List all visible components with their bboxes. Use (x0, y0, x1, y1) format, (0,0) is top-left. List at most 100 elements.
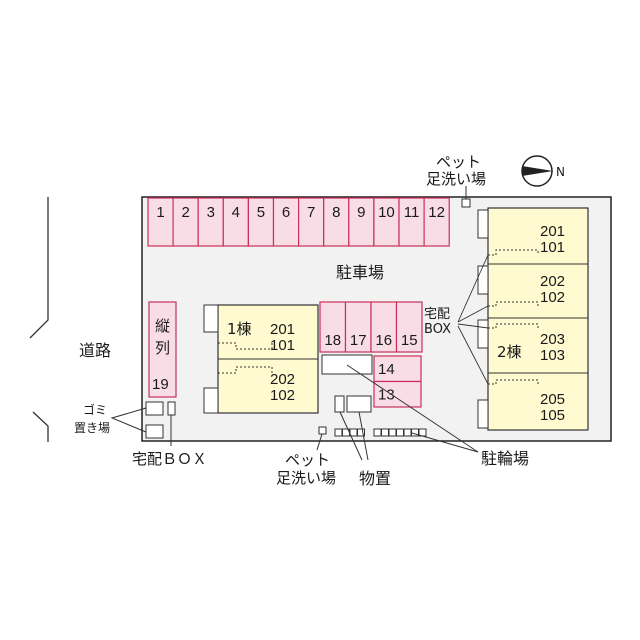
parking-spot-14 (373, 355, 422, 383)
bicycle-racks-bottom (334, 428, 427, 437)
building-1-unit-201: 201 (270, 321, 295, 338)
building-1: 1棟 201 101 202 102 (203, 304, 319, 414)
bicycle-rack-slot (403, 428, 412, 437)
parking-spot-1-number: 1 (156, 204, 164, 221)
parking-spot-7 (298, 197, 325, 247)
parking-spot-19-label-1: 縦 (155, 317, 170, 335)
building-1-balcony-1 (203, 304, 219, 333)
bicycle-rack-slot (388, 428, 397, 437)
building-1-balcony-2 (203, 387, 219, 414)
parking-spot-7-number: 7 (307, 204, 315, 221)
parking-lot-label: 駐車場 (336, 263, 384, 282)
building-2-entry-dashed-4 (488, 379, 539, 385)
road-edge-upper (29, 197, 49, 339)
parking-spot-19-label-2: 列 (155, 339, 170, 357)
building-2: 201 101 202 102 2棟 203 103 205 105 (477, 207, 589, 431)
parking-spot-11-number: 11 (404, 204, 420, 221)
parking-spot-15-number: 15 (401, 332, 418, 349)
road-label: 道路 (79, 341, 111, 360)
parking-spot-19-box (148, 301, 177, 398)
parking-mid-row: 18 17 16 15 (319, 301, 423, 353)
delivery-box-bottom-label: 宅配ＢＯＸ (132, 450, 207, 468)
garbage-leaders (110, 407, 147, 433)
parking-spot-2-number: 2 (181, 204, 189, 221)
garbage-bin-2 (145, 424, 164, 439)
parking-spot-14-number: 14 (378, 361, 395, 378)
parking-spot-5-number: 5 (257, 204, 265, 221)
parking-spot-19: 縦 列 19 (148, 301, 177, 398)
building-2-unit-201: 201 (540, 223, 565, 240)
parking-spot-13-number: 13 (378, 387, 395, 404)
bicycle-rack-slot (334, 428, 343, 437)
bicycle-rack-slot (396, 428, 404, 437)
parking-spot-6 (272, 197, 300, 247)
building-1-entry-dashed-2 (218, 366, 273, 374)
compass-letter: N (556, 165, 565, 179)
building-1-name: 1棟 (227, 320, 252, 338)
bicycle-parking-leaders (346, 364, 479, 453)
parking-spot-9-number: 9 (357, 204, 365, 221)
parking-spot-9 (348, 197, 375, 247)
building-1-unit-202: 202 (270, 371, 295, 388)
parking-spot-16 (370, 301, 398, 353)
storage-unit-1 (334, 395, 345, 413)
building-1-unit-101: 101 (270, 337, 295, 354)
bicycle-rack-main (321, 354, 373, 375)
building-1-unit-102: 102 (270, 387, 295, 404)
delivery-box-mid-label-1: 宅配 (424, 307, 450, 322)
garbage-label-1: ゴミ (83, 402, 107, 417)
storage-leaders (339, 411, 369, 461)
building-2-unit-202: 202 (540, 273, 565, 290)
parking-spot-11 (398, 197, 425, 247)
parking-spot-18 (319, 301, 347, 353)
parking-spot-13 (373, 380, 422, 408)
parking-spot-8 (323, 197, 350, 247)
building-2-balcony-1 (477, 209, 489, 239)
building-2-balcony-3 (477, 319, 489, 349)
compass-icon: N (521, 155, 565, 187)
building-2-unit-101: 101 (540, 239, 565, 256)
building-2-box (487, 207, 589, 431)
parking-spot-3-number: 3 (207, 204, 215, 221)
parking-spot-12-number: 12 (428, 204, 445, 221)
delivery-box-marker (167, 401, 176, 416)
building-2-entry-dashed-2 (488, 301, 539, 307)
storage-unit-2 (346, 395, 372, 413)
building-2-name: 2棟 (497, 343, 522, 361)
road-edge-lines (29, 197, 49, 442)
parking-spot-10-number: 10 (378, 204, 395, 221)
road-edge-lower (32, 411, 49, 442)
delivery-box-mid-lines (457, 254, 489, 385)
bicycle-parking-label: 駐輪場 (481, 449, 529, 468)
pet-wash-bottom-marker (318, 426, 327, 435)
storage-label: 物置 (359, 469, 391, 488)
delivery-box-mid-label-2: BOX (424, 322, 451, 337)
parking-spot-18-number: 18 (324, 332, 341, 349)
building-2-balcony-4 (477, 399, 489, 429)
building-2-unit-105: 105 (540, 407, 565, 424)
parking-spot-19-number: 19 (152, 376, 169, 393)
pet-wash-top-label-2: 足洗い場 (426, 170, 486, 188)
bicycle-rack-slot (373, 428, 382, 437)
bicycle-rack-slot (381, 428, 389, 437)
garbage-label-2: 置き場 (74, 421, 110, 435)
parking-spot-2 (172, 197, 199, 247)
building-2-balcony-2 (477, 265, 489, 295)
parking-spot-5 (247, 197, 275, 247)
pet-wash-bottom-leader (316, 433, 323, 451)
parking-spot-4 (222, 197, 250, 247)
building-1-entry-dashed-1 (218, 342, 273, 350)
parking-spot-17-number: 17 (350, 332, 367, 349)
building-2-entry-dashed-3 (488, 323, 539, 329)
parking-spot-16-number: 16 (375, 332, 392, 349)
building-2-unit-103: 103 (540, 347, 565, 364)
pet-wash-bottom-label-1: ペット (285, 451, 330, 469)
parking-spot-8-number: 8 (332, 204, 340, 221)
parking-spot-15 (395, 301, 423, 353)
parking-side-col: 14 13 (373, 355, 422, 408)
pet-wash-bottom-label-2: 足洗い場 (276, 469, 336, 487)
building-2-unit-203: 203 (540, 331, 565, 348)
garbage-bin-1 (145, 401, 164, 416)
